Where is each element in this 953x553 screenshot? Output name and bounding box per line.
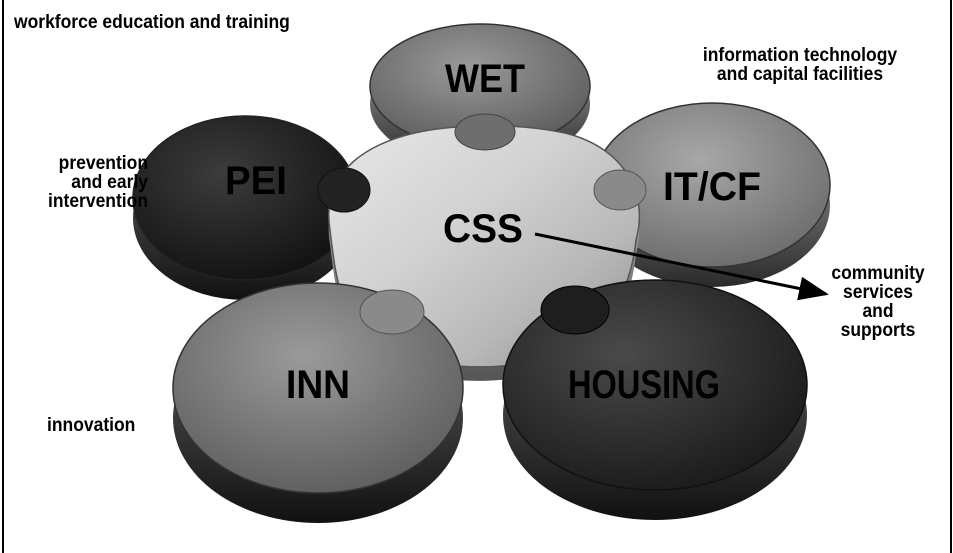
caption-pei-line3: intervention xyxy=(47,191,148,212)
petal-label-pei: PEI xyxy=(225,159,287,203)
caption-css-line4: supports xyxy=(840,320,916,341)
petal-housing xyxy=(502,279,808,520)
caption-css-line2: services xyxy=(842,282,913,303)
petal-label-housing: HOUSING xyxy=(568,363,720,407)
caption-pei: prevention and early intervention xyxy=(16,154,148,211)
caption-css-line3: and xyxy=(862,301,894,322)
petal-inn xyxy=(172,282,464,523)
css-arrow xyxy=(534,232,829,301)
caption-pei-line1: prevention xyxy=(58,153,148,174)
caption-css: community services and supports xyxy=(820,264,936,340)
caption-css-line1: community xyxy=(831,263,925,284)
petal-itcf xyxy=(593,102,831,287)
petal-label-inn: INN xyxy=(286,363,350,407)
center-label-css: CSS xyxy=(443,207,523,251)
left-border xyxy=(2,0,4,553)
petal-label-itcf: IT/CF xyxy=(663,165,761,209)
caption-itcf: information technology and capital facil… xyxy=(671,46,929,84)
petal-label-wet: WET xyxy=(445,57,525,101)
caption-pei-line2: and early xyxy=(71,172,148,193)
caption-itcf-line1: information technology xyxy=(702,45,898,66)
caption-itcf-line2: and capital facilities xyxy=(716,64,884,85)
caption-wet: workforce education and training xyxy=(14,12,290,33)
caption-inn: innovation xyxy=(47,415,136,436)
petal-pei xyxy=(132,115,358,300)
right-border xyxy=(950,0,952,553)
